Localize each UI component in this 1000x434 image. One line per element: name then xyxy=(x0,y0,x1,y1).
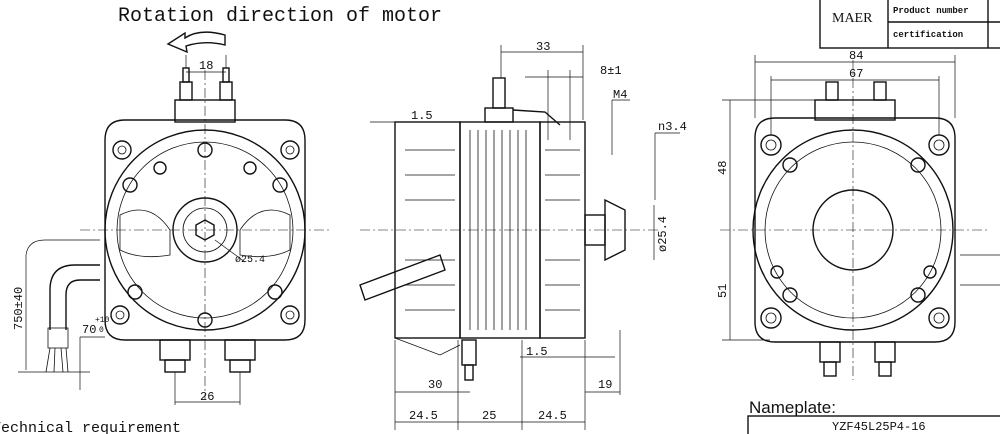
dim-cable-length: 750±40 xyxy=(12,287,26,330)
dim-flange-bottom: 1.5 xyxy=(526,345,548,359)
dim-strip-tol-lower: 0 xyxy=(99,326,104,335)
nameplate-model: YZF45L25P4-16 xyxy=(832,420,926,434)
technical-requirement-heading: Technical requirement xyxy=(0,420,181,434)
dim-84: 84 xyxy=(849,49,863,63)
dim-strip-tol-upper: +10 xyxy=(95,316,110,325)
dim-67: 67 xyxy=(849,67,863,81)
nameplate-heading: Nameplate: xyxy=(749,398,836,417)
side-view: 33 8±1 M4 n3.4 ø25.4 1.5 1.5 30 19 24.5 … xyxy=(359,40,687,430)
dim-hole: n3.4 xyxy=(658,120,687,134)
dim-mid: 25 xyxy=(482,409,496,423)
nameplate: Nameplate: YZF45L25P4-16 xyxy=(747,398,1000,434)
dim-19: 19 xyxy=(598,378,612,392)
front-view: 18 26 ø25.4 750±40 70 +10 0 xyxy=(12,55,330,405)
dim-33: 33 xyxy=(536,40,550,54)
dim-flange-top: 1.5 xyxy=(411,109,433,123)
dim-right: 24.5 xyxy=(538,409,567,423)
dim-strip-length: 70 xyxy=(82,323,96,337)
rotation-arrow-icon xyxy=(166,31,226,54)
rotation-title: Rotation direction of motor xyxy=(118,5,442,28)
dim-shaft-dia-side: ø25.4 xyxy=(656,216,670,252)
dim-51: 51 xyxy=(716,284,730,298)
product-number-label: Product number xyxy=(893,6,969,16)
brand-label: MAER xyxy=(832,11,873,26)
certification-label: certification xyxy=(893,30,963,40)
dim-30: 30 xyxy=(428,378,442,392)
dim-thread: M4 xyxy=(613,88,627,102)
dim-shaft-dia-front: ø25.4 xyxy=(235,255,265,266)
rear-view: 84 67 48 51 xyxy=(716,49,1000,380)
dim-48: 48 xyxy=(716,161,730,175)
title-block: MAER Product number certification xyxy=(819,0,1000,49)
dim-left: 24.5 xyxy=(409,409,438,423)
dim-8: 8±1 xyxy=(600,64,622,78)
dim-terminal-top: 18 xyxy=(199,59,213,73)
dim-terminal-bottom: 26 xyxy=(200,390,214,404)
